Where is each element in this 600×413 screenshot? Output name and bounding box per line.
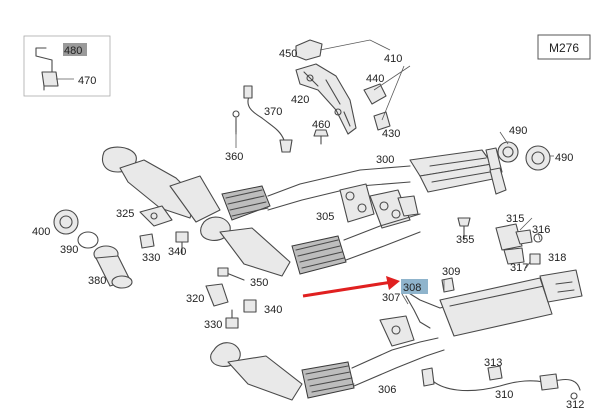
callout-470[interactable]: 470 xyxy=(78,75,96,87)
callout-355[interactable]: 355 xyxy=(456,234,474,246)
callout-313[interactable]: 313 xyxy=(484,357,502,369)
callout-306[interactable]: 306 xyxy=(378,384,396,396)
callout-460[interactable]: 460 xyxy=(312,119,330,131)
upper-catalytic-converter xyxy=(101,146,411,223)
sensor-group-315 xyxy=(495,223,543,265)
inset-box xyxy=(23,35,111,97)
callout-325[interactable]: 325 xyxy=(116,208,134,220)
callout-317[interactable]: 317 xyxy=(510,262,528,274)
callout-480[interactable]: 480 xyxy=(64,45,82,57)
callout-490-top[interactable]: 490 xyxy=(509,125,527,137)
flange-400 xyxy=(53,209,79,235)
bracket-325 xyxy=(139,205,173,227)
callout-440[interactable]: 440 xyxy=(366,73,384,85)
bolt-330-lower xyxy=(225,309,239,329)
callout-340-lower[interactable]: 340 xyxy=(264,304,282,316)
clamp-490-top xyxy=(497,141,519,163)
bolt-460 xyxy=(313,129,329,145)
callout-420[interactable]: 420 xyxy=(291,94,309,106)
callout-316[interactable]: 316 xyxy=(532,224,550,236)
stud-350 xyxy=(217,267,245,281)
callout-430[interactable]: 430 xyxy=(382,128,400,140)
gasket-305 xyxy=(339,183,419,229)
hanger-bracket-assembly xyxy=(295,39,411,135)
callout-360[interactable]: 360 xyxy=(225,151,243,163)
callout-305[interactable]: 305 xyxy=(316,211,334,223)
callout-340-left[interactable]: 340 xyxy=(168,246,186,258)
callout-320[interactable]: 320 xyxy=(186,293,204,305)
callout-370[interactable]: 370 xyxy=(264,106,282,118)
model-label: M276 xyxy=(549,41,579,55)
callout-400[interactable]: 400 xyxy=(32,226,50,238)
callout-300[interactable]: 300 xyxy=(376,154,394,166)
model-badge: M276 xyxy=(537,34,591,60)
callout-450[interactable]: 450 xyxy=(279,48,297,60)
callout-309[interactable]: 309 xyxy=(442,266,460,278)
gasket-390 xyxy=(77,231,99,249)
middle-catalytic-converter xyxy=(200,213,421,277)
callout-308[interactable]: 308 xyxy=(403,282,421,294)
bracket-320 xyxy=(205,283,229,307)
nut-330-left xyxy=(139,233,155,249)
clamp-490-right xyxy=(525,145,551,171)
lower-catalytic-converter xyxy=(210,337,445,401)
callout-labels: 480 470 450 410 420 440 430 370 460 360 … xyxy=(32,45,584,411)
callout-310[interactable]: 310 xyxy=(495,389,513,401)
callout-318[interactable]: 318 xyxy=(548,252,566,264)
pointer-arrow xyxy=(302,276,400,298)
callout-410[interactable]: 410 xyxy=(384,53,402,65)
inlet-pipe-380 xyxy=(93,245,133,289)
bolt-340-left xyxy=(175,231,189,255)
rear-muffler xyxy=(403,269,583,337)
callout-390[interactable]: 390 xyxy=(60,244,78,256)
bracket-307 xyxy=(379,277,455,347)
bolt-355 xyxy=(457,217,471,241)
callout-350[interactable]: 350 xyxy=(250,277,268,289)
callout-380[interactable]: 380 xyxy=(88,275,106,287)
callout-330-lower[interactable]: 330 xyxy=(204,319,222,331)
selected-part-highlight xyxy=(401,279,428,294)
inset-highlight xyxy=(63,43,87,56)
oxygen-sensor-370 xyxy=(232,85,293,153)
callout-312[interactable]: 312 xyxy=(566,399,584,411)
sensor-cable-310 xyxy=(421,365,581,400)
callout-490-right[interactable]: 490 xyxy=(555,152,573,164)
callout-307[interactable]: 307 xyxy=(382,292,400,304)
nut-340-lower xyxy=(243,299,257,313)
front-pipe-300 xyxy=(409,147,507,195)
callout-315[interactable]: 315 xyxy=(506,213,524,225)
callout-330-left[interactable]: 330 xyxy=(142,252,160,264)
leader-lines xyxy=(235,131,554,305)
